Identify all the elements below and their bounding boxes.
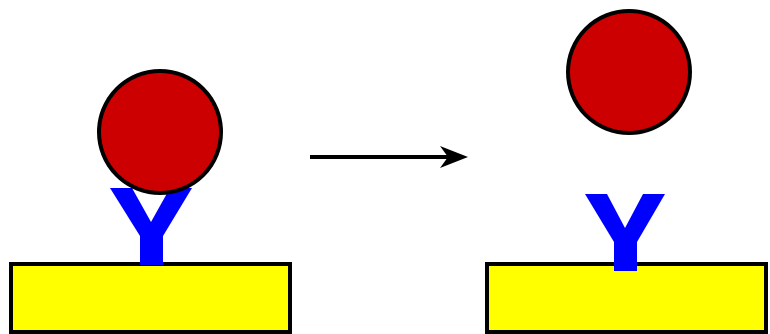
panel-released — [485, 9, 768, 334]
substrate-block-left — [9, 262, 292, 334]
receptor-y-left — [110, 188, 192, 265]
ligand-circle-right — [566, 9, 692, 135]
arrow-right-icon — [310, 146, 468, 168]
receptor-y-right — [585, 194, 665, 271]
panel-bound — [9, 69, 292, 334]
substrate-block-right — [485, 262, 768, 334]
ligand-circle-left — [97, 69, 223, 195]
